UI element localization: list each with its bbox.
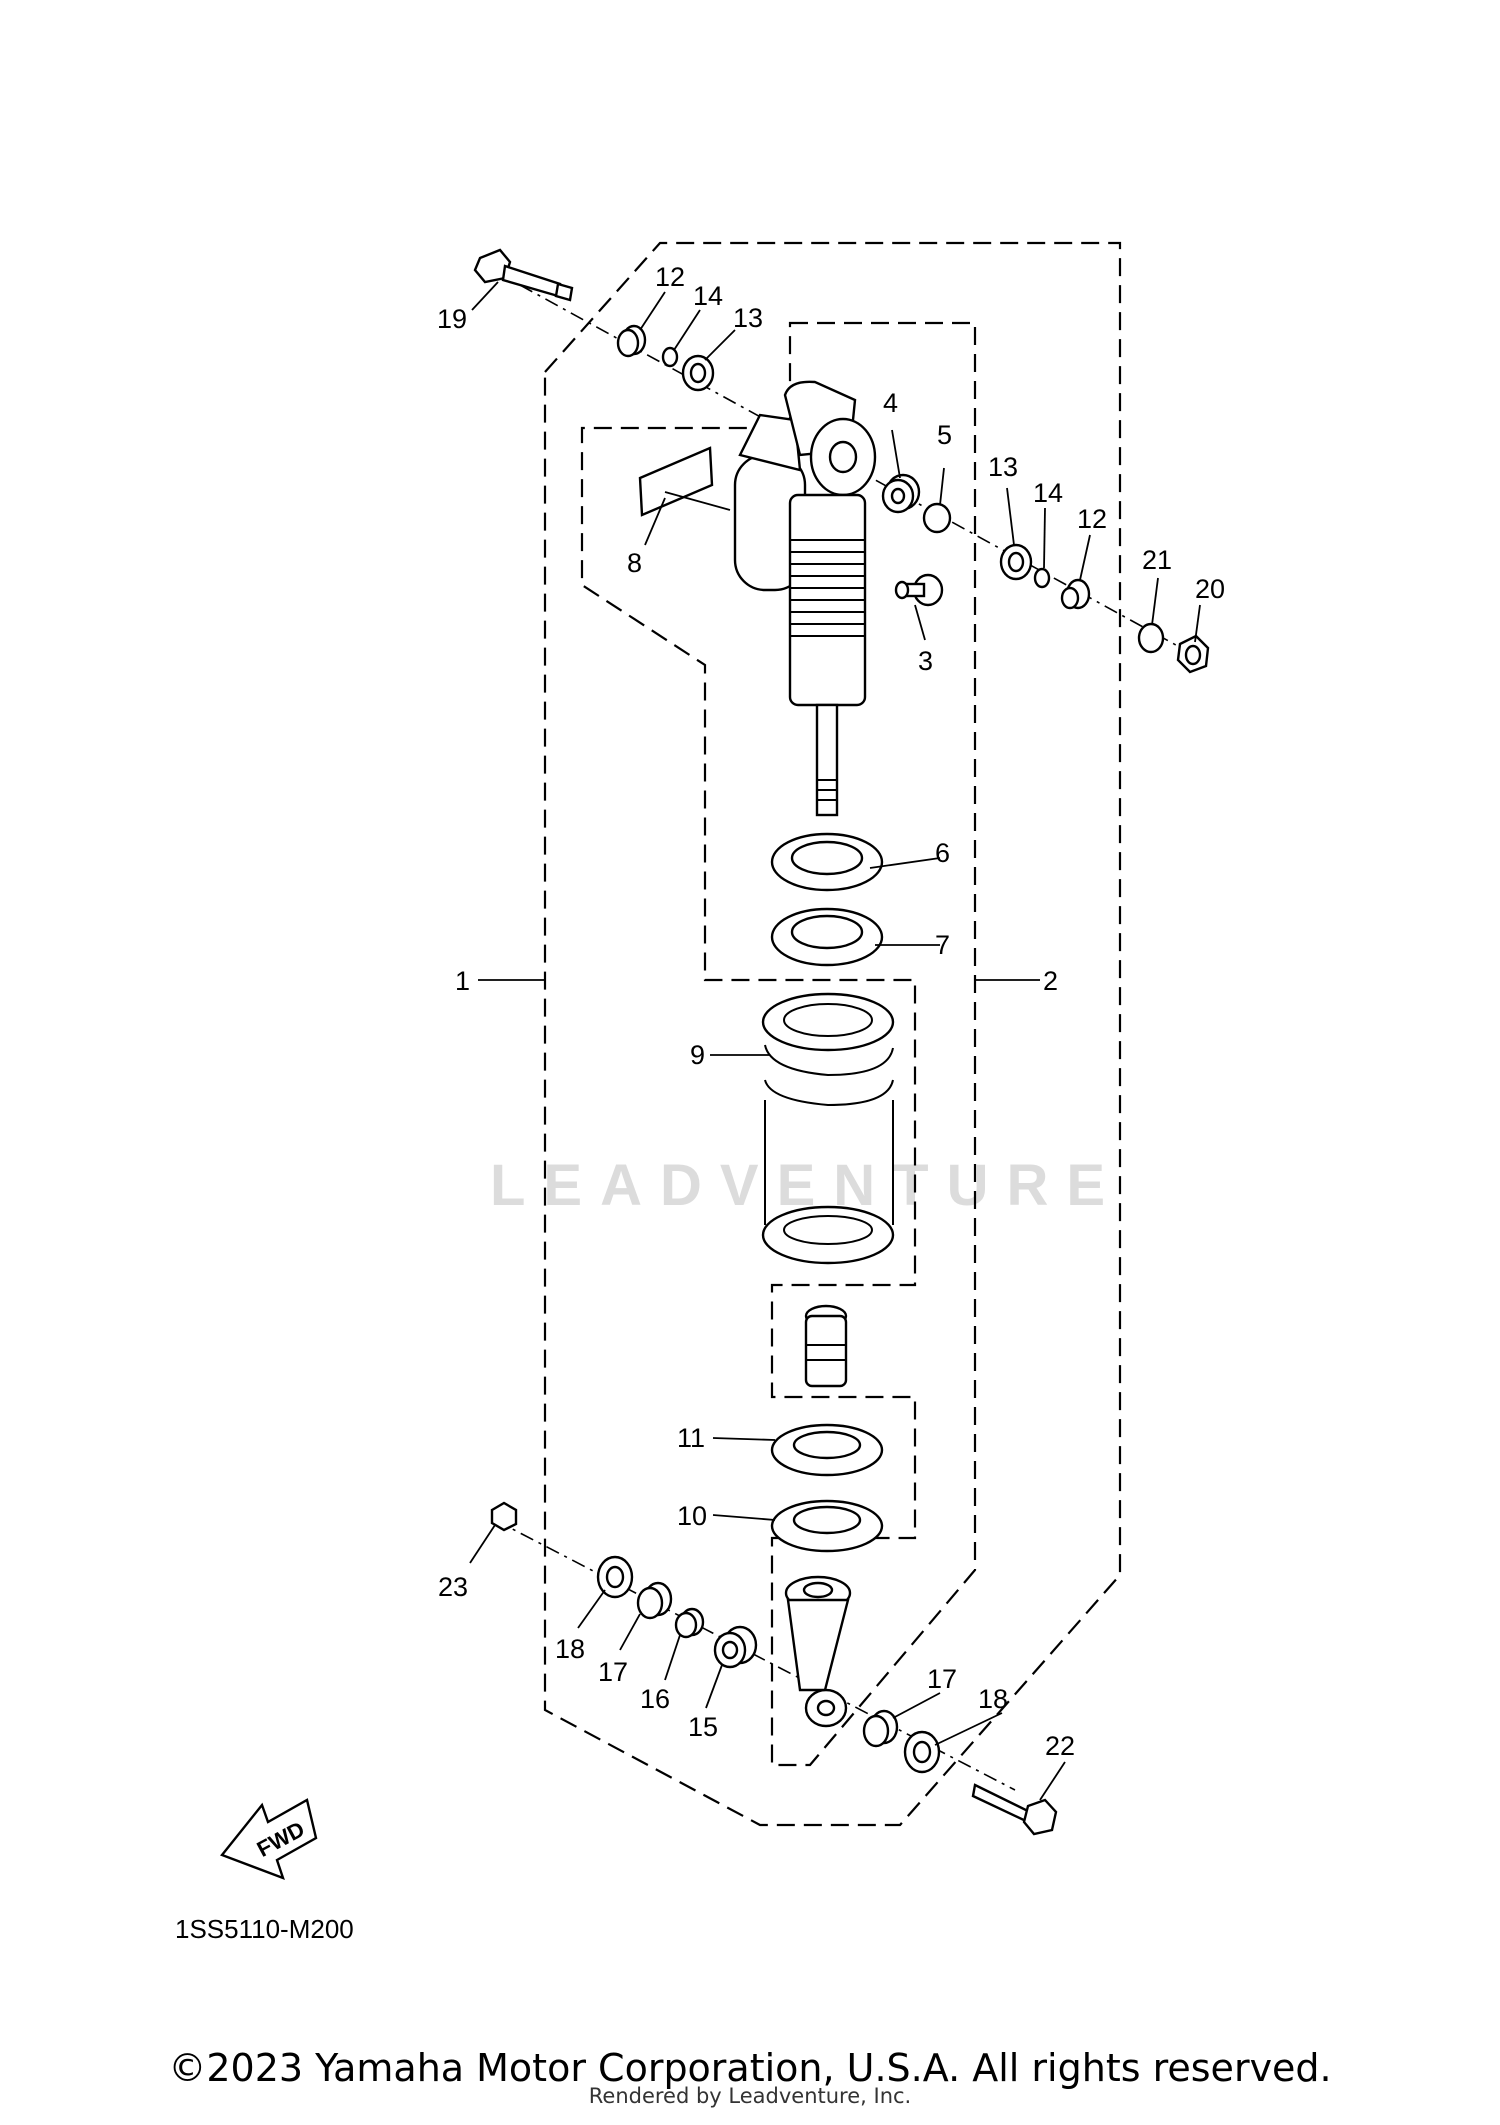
bump-rubber [804, 1304, 848, 1388]
callout-17: 17 [927, 1664, 957, 1694]
bolt-19 [473, 248, 574, 302]
spring-guide-10 [770, 1499, 884, 1553]
reservoir [733, 413, 807, 592]
callout-numbers: 19 12 14 13 4 5 13 14 12 21 20 3 8 6 7 1… [437, 262, 1225, 1761]
bottom-mount-axis [494, 1519, 1016, 1791]
callout-18: 18 [978, 1684, 1008, 1714]
nut-20 [1176, 634, 1210, 674]
callout-12: 12 [655, 262, 685, 292]
callout-5: 5 [937, 420, 952, 450]
callout-13: 13 [988, 452, 1018, 482]
fwd-arrow-icon: FWD [220, 1798, 318, 1881]
callout-3: 3 [918, 646, 933, 676]
locknut-6 [770, 832, 884, 892]
callout-15: 15 [688, 1712, 718, 1742]
callout-23: 23 [438, 1572, 468, 1602]
callout-18: 18 [555, 1634, 585, 1664]
callout-22: 22 [1045, 1731, 1075, 1761]
callout-17: 17 [598, 1657, 628, 1687]
locknut-7 [770, 907, 884, 967]
callout-14: 14 [693, 281, 723, 311]
callout-1: 1 [455, 966, 470, 996]
oring-14-top [661, 346, 679, 368]
nut-23 [490, 1501, 518, 1532]
callout-4: 4 [883, 388, 898, 418]
adjuster-3 [894, 573, 944, 607]
bushing-16 [674, 1607, 705, 1639]
callout-20: 20 [1195, 574, 1225, 604]
circlip-5 [922, 502, 952, 534]
seal-18-right [903, 1730, 941, 1774]
assembly-1-boundary [543, 241, 1122, 1827]
oring-14-right [1033, 567, 1051, 589]
callout-13: 13 [733, 303, 763, 333]
seal-13-right [999, 543, 1033, 581]
callout-14: 14 [1033, 478, 1063, 508]
copyright-notice: ©2023 Yamaha Motor Corporation, U.S.A. A… [168, 2046, 1332, 2090]
collar-17-left [636, 1581, 673, 1620]
bearing-15 [713, 1625, 758, 1669]
callout-16: 16 [640, 1684, 670, 1714]
collar-12-top [616, 324, 647, 358]
callout-19: 19 [437, 304, 467, 334]
leader-lines [469, 281, 1201, 1801]
diagram-code: 1SS5110-M200 [175, 1914, 354, 1944]
washer-21 [1137, 622, 1165, 654]
collar-17-right [862, 1709, 899, 1748]
label-8 [638, 446, 714, 517]
assembly-2-boundary [580, 321, 977, 1767]
callout-6: 6 [935, 838, 950, 868]
collar-12-right [1060, 578, 1091, 610]
shock-absorber-body [783, 380, 877, 817]
seal-18-left [596, 1555, 634, 1599]
callout-9: 9 [690, 1040, 705, 1070]
callout-7: 7 [935, 930, 950, 960]
rendered-by-notice: Rendered by Leadventure, Inc. [588, 2084, 912, 2108]
lower-clevis [784, 1575, 852, 1728]
leadventure-watermark: LEADVENTURE [490, 1153, 1123, 1218]
callout-12: 12 [1077, 504, 1107, 534]
callout-8: 8 [627, 548, 642, 578]
callout-21: 21 [1142, 545, 1172, 575]
callout-10: 10 [677, 1501, 707, 1531]
bushing-4 [881, 473, 921, 514]
callout-2: 2 [1043, 966, 1058, 996]
callout-11: 11 [677, 1423, 705, 1453]
spring-seat-11 [770, 1423, 884, 1477]
spring-9 [761, 992, 895, 1265]
seal-13-top [681, 354, 715, 392]
bolt-22 [971, 1783, 1058, 1836]
